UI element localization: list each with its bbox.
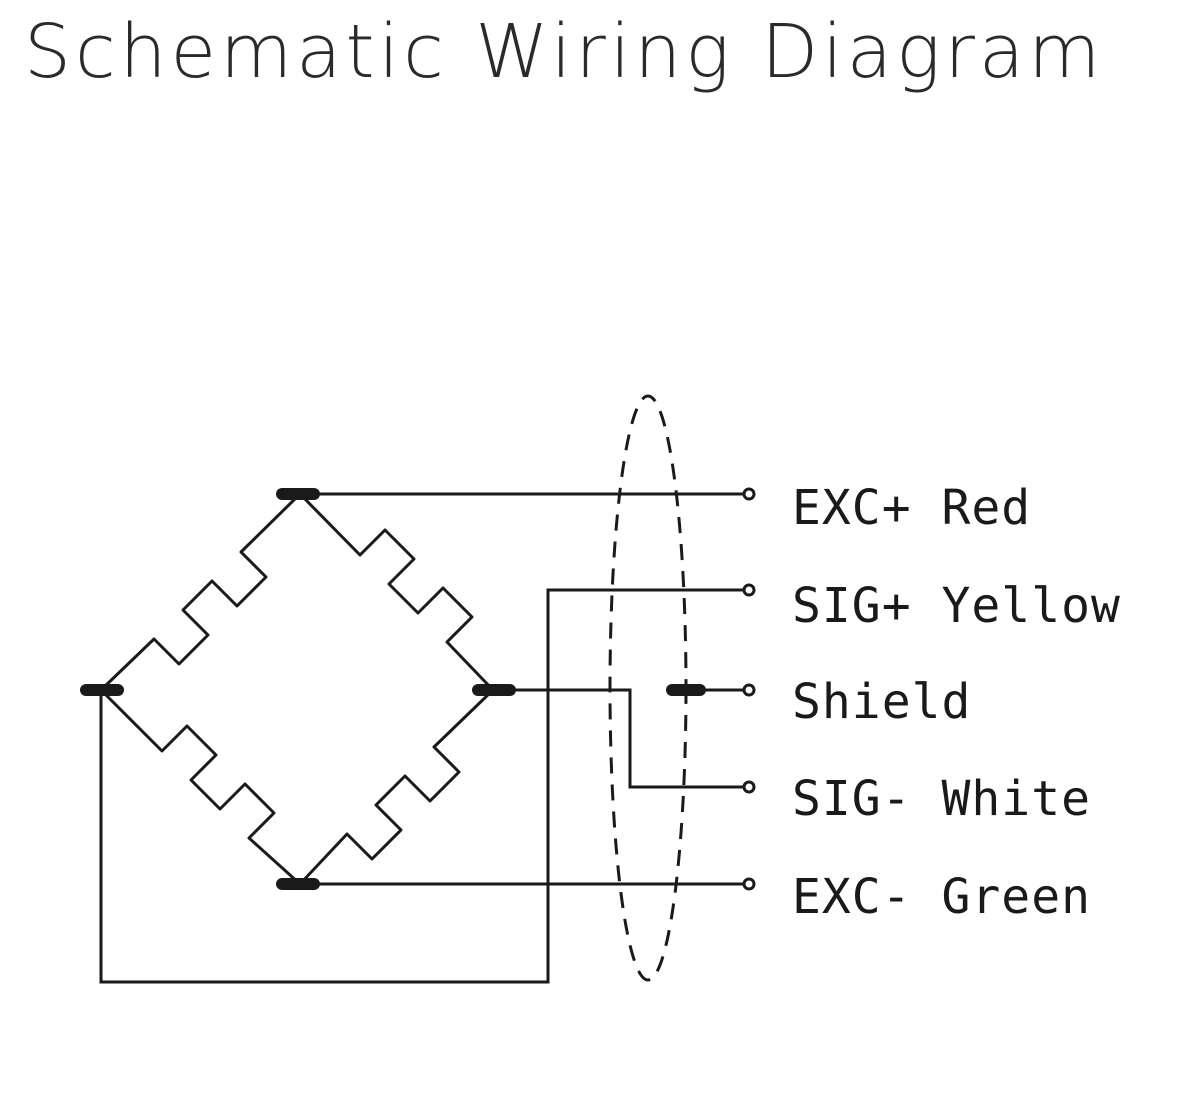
node-top	[276, 488, 320, 500]
resistor-bottom-left	[99, 688, 302, 886]
terminal-connectors	[742, 487, 756, 891]
terminal-circle-exc-minus	[742, 877, 756, 891]
terminal-label-sig-plus: SIG+ Yellow	[792, 578, 1121, 634]
wire-sig-minus	[493, 688, 744, 789]
terminal-label-shield: Shield	[792, 674, 971, 730]
terminal-circle-shield	[742, 683, 756, 697]
wire-sig-plus	[99, 588, 744, 984]
terminal-circle-sig-minus	[742, 780, 756, 794]
node-right	[472, 684, 516, 696]
terminal-circle-exc-plus	[742, 487, 756, 501]
page-title: Schematic Wiring Diagram	[24, 9, 1105, 95]
wheatstone-bridge	[99, 492, 495, 886]
cable-shield-outline	[608, 394, 688, 982]
node-bottom	[276, 878, 320, 890]
resistor-top-right	[298, 492, 495, 692]
terminal-label-exc-plus: EXC+ Red	[792, 480, 1031, 536]
resistor-top-left	[99, 492, 302, 692]
junction-nodes	[80, 488, 706, 890]
terminal-label-sig-minus: SIG- White	[792, 771, 1091, 827]
node-left	[80, 684, 124, 696]
terminal-labels: EXC+ Red SIG+ Yellow Shield SIG- White E…	[792, 480, 1121, 925]
terminal-label-exc-minus: EXC- Green	[792, 869, 1091, 925]
resistor-bottom-right	[298, 688, 495, 886]
terminal-circle-sig-plus	[742, 583, 756, 597]
